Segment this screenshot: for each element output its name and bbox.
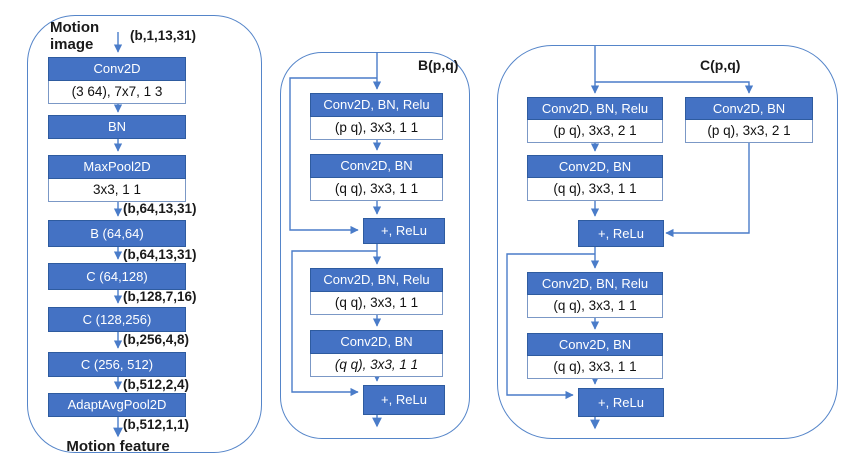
c-conv1-block: Conv2D, BN, Relu (p q), 3x3, 2 1: [527, 97, 663, 143]
b-conv3-params: (q q), 3x3, 1 1: [310, 292, 443, 315]
c-add-relu-1: +, ReLu: [578, 220, 664, 247]
block-c-panel: [497, 45, 838, 439]
maxpool-block-title: MaxPool2D: [48, 155, 186, 179]
c3-block-title: C (256, 512): [48, 352, 186, 377]
dim-after-maxpool: (b,64,13,31): [123, 201, 197, 216]
b-conv2-params: (q q), 3x3, 1 1: [310, 178, 443, 201]
c-conv2-params: (q q), 3x3, 1 1: [527, 178, 663, 201]
c-conv1-title: Conv2D, BN, Relu: [527, 97, 663, 120]
b-conv4-block: Conv2D, BN (q q), 3x3, 1 1: [310, 330, 443, 377]
b-block-title: B (64,64): [48, 220, 186, 247]
maxpool-block: MaxPool2D 3x3, 1 1: [48, 155, 186, 202]
b-add-relu-1: +, ReLu: [363, 218, 445, 244]
dim-after-c3: (b,512,2,4): [123, 377, 190, 392]
adaptavgpool-block-title: AdaptAvgPool2D: [48, 393, 186, 417]
block-c-title: C(p,q): [700, 57, 741, 73]
b-conv1-title: Conv2D, BN, Relu: [310, 93, 443, 117]
c2-block: C (128,256): [48, 307, 186, 332]
c2-block-title: C (128,256): [48, 307, 186, 332]
c1-block: C (64,128): [48, 263, 186, 290]
c-conv3-params: (q q), 3x3, 1 1: [527, 295, 663, 318]
c-conv4-params: (q q), 3x3, 1 1: [527, 356, 663, 379]
c-conv1-params: (p q), 3x3, 2 1: [527, 120, 663, 143]
c-conv4-title: Conv2D, BN: [527, 333, 663, 356]
conv2d-block-title: Conv2D: [48, 57, 186, 81]
c1-block-title: C (64,128): [48, 263, 186, 290]
input-dim-label: (b,1,13,31): [130, 28, 197, 43]
adaptavgpool-block: AdaptAvgPool2D: [48, 393, 186, 417]
b-conv3-block: Conv2D, BN, Relu (q q), 3x3, 1 1: [310, 268, 443, 315]
c3-block: C (256, 512): [48, 352, 186, 377]
backbone-panel: [27, 15, 262, 453]
dim-after-c2: (b,256,4,8): [123, 332, 190, 347]
b-conv1-params: (p q), 3x3, 1 1: [310, 117, 443, 140]
conv2d-block-params: (3 64), 7x7, 1 3: [48, 81, 186, 104]
b-block: B (64,64): [48, 220, 186, 247]
c-conv4-block: Conv2D, BN (q q), 3x3, 1 1: [527, 333, 663, 379]
c-conv2-block: Conv2D, BN (q q), 3x3, 1 1: [527, 155, 663, 201]
dim-after-c1: (b,128,7,16): [123, 289, 197, 304]
b-conv2-title: Conv2D, BN: [310, 154, 443, 178]
c-add-relu-2: +, ReLu: [578, 388, 664, 417]
block-b-panel: [280, 52, 470, 439]
c-shortcut-title: Conv2D, BN: [685, 97, 813, 120]
b-conv4-params: (q q), 3x3, 1 1: [310, 354, 443, 377]
conv2d-block: Conv2D (3 64), 7x7, 1 3: [48, 57, 186, 104]
b-add-relu-2: +, ReLu: [363, 385, 445, 415]
dim-after-pool: (b,512,1,1): [123, 417, 190, 432]
block-b-title: B(p,q): [418, 57, 459, 73]
c-shortcut-block: Conv2D, BN (p q), 3x3, 2 1: [685, 97, 813, 143]
c-conv2-title: Conv2D, BN: [527, 155, 663, 178]
output-label: Motion feature: [66, 438, 170, 455]
b-conv2-block: Conv2D, BN (q q), 3x3, 1 1: [310, 154, 443, 201]
c-conv3-title: Conv2D, BN, Relu: [527, 272, 663, 295]
b-conv1-block: Conv2D, BN, Relu (p q), 3x3, 1 1: [310, 93, 443, 140]
c-shortcut-params: (p q), 3x3, 2 1: [685, 120, 813, 143]
maxpool-block-params: 3x3, 1 1: [48, 179, 186, 202]
c-conv3-block: Conv2D, BN, Relu (q q), 3x3, 1 1: [527, 272, 663, 318]
bn-block-title: BN: [48, 115, 186, 139]
b-conv3-title: Conv2D, BN, Relu: [310, 268, 443, 292]
input-label: Motion image: [50, 19, 100, 53]
b-conv4-title: Conv2D, BN: [310, 330, 443, 354]
dim-after-b: (b,64,13,31): [123, 247, 197, 262]
bn-block: BN: [48, 115, 186, 139]
